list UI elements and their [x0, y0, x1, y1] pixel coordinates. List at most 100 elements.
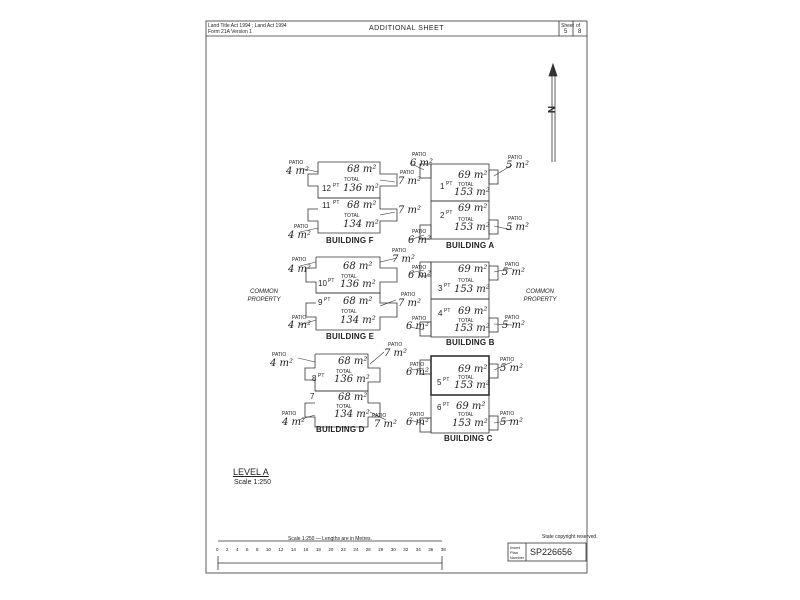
building-name: BUILDING F — [326, 236, 374, 245]
total-label: TOTAL — [458, 182, 474, 188]
lot-total-area: 153 m² — [454, 187, 490, 198]
lot-area: 68 m² — [343, 261, 373, 272]
lot-area: 68 m² — [338, 356, 368, 367]
scale-caption: Scale 1:250 — Lengths are in Metres. — [288, 536, 372, 542]
total-label: TOTAL — [344, 213, 360, 219]
lot-total-area: 136 m² — [343, 183, 379, 194]
lot-number: 9 — [318, 298, 323, 307]
patio-label: PATIO — [505, 315, 520, 321]
of-label: of — [576, 23, 581, 29]
patio-label: PATIO — [410, 362, 425, 368]
sheet-total: 8 — [578, 29, 582, 35]
lot-number: 10 — [318, 279, 327, 288]
pt-label: PT — [318, 373, 325, 379]
scale-tick: 26 — [365, 547, 371, 552]
lot-total-area: 153 m² — [454, 323, 490, 334]
patio-label: PATIO — [508, 155, 523, 161]
plan-label: Insert — [510, 545, 521, 550]
patio-label: PATIO — [292, 315, 307, 321]
patio-label: PATIO — [400, 170, 415, 176]
common-property-left: COMMON PROPERTY — [247, 289, 281, 303]
scale-tick: 36 — [428, 547, 434, 552]
scale-tick: 24 — [353, 547, 359, 552]
patio-label: PATIO — [410, 412, 425, 418]
patio-label: PATIO — [392, 248, 407, 254]
legislation-line-1: Land Title Act 1994 ; Land Act 1994 — [208, 23, 287, 29]
pt-label: PT — [443, 402, 450, 408]
lot-number: 3 — [438, 284, 443, 293]
lot-area: 69 m² — [458, 170, 488, 181]
north-arrow — [548, 62, 558, 162]
patio-area: 5 m² — [502, 320, 526, 331]
total-label: TOTAL — [458, 318, 474, 324]
patio-area: 4 m² — [288, 230, 312, 241]
lot-total-area: 134 m² — [343, 219, 379, 230]
plan-number-box — [507, 542, 587, 562]
lot-number: 4 — [438, 309, 443, 318]
scale-tick: 12 — [278, 547, 284, 552]
patio-label: PATIO — [388, 342, 403, 348]
scale-tick: 18 — [315, 547, 321, 552]
scale-tick: 22 — [340, 547, 346, 552]
patio-area: 4 m² — [270, 358, 294, 369]
patio-label: PATIO — [372, 413, 387, 419]
lot-number: 8 — [312, 374, 317, 383]
patio-area: 4 m² — [288, 264, 312, 275]
building-name: BUILDING B — [446, 338, 495, 347]
scale-tick: 0 — [216, 547, 219, 552]
pt-label: PT — [328, 278, 335, 284]
lot-number: 12 — [322, 184, 331, 193]
patio-area: 6 m² — [408, 235, 432, 246]
pt-label: PT — [446, 181, 453, 187]
scale-ticks: 0 2 4 6 8 10 12 14 16 18 20 22 24 26 28 … — [216, 547, 446, 555]
building-b-outline — [419, 261, 499, 338]
patio-area: 7 m² — [398, 176, 422, 187]
lot-total-area: 136 m² — [340, 279, 376, 290]
pt-label: PT — [333, 183, 340, 189]
total-label: TOTAL — [344, 177, 360, 183]
lot-total-area: 136 m² — [334, 374, 370, 385]
patio-label: PATIO — [508, 216, 523, 222]
patio-label: PATIO — [282, 411, 297, 417]
building-name: BUILDING A — [446, 241, 495, 250]
lot-number: 7 — [310, 392, 315, 401]
building-e-outline — [305, 256, 398, 331]
lot-total-area: 153 m² — [454, 222, 490, 233]
sheet-title: ADDITIONAL SHEET — [369, 25, 445, 32]
scale-tick: 20 — [328, 547, 334, 552]
lot-area: 68 m² — [347, 164, 377, 175]
north-label: N — [547, 105, 559, 114]
lot-number: 2 — [440, 211, 445, 220]
common-property-right: COMMON PROPERTY — [523, 289, 557, 303]
patio-area: 5 m² — [500, 363, 524, 374]
patio-label: PATIO — [500, 357, 515, 363]
patio-area: 7 m² — [398, 298, 422, 309]
pt-label: PT — [333, 200, 340, 206]
patio-area: 6 m² — [408, 270, 432, 281]
patio-label: PATIO — [412, 152, 427, 158]
scale-tick: 6 — [245, 547, 249, 552]
scale-tick: 4 — [235, 547, 239, 552]
building-name: BUILDING C — [444, 434, 493, 443]
pt-label: PT — [446, 210, 453, 216]
plan-number: SP226656 — [530, 547, 573, 557]
building-d-outline — [304, 353, 381, 428]
pt-label: PT — [324, 297, 331, 303]
building-name: BUILDING D — [316, 425, 365, 434]
patio-area: 6 m² — [410, 158, 434, 169]
lot-area: 69 m² — [458, 364, 488, 375]
patio-label: PATIO — [294, 224, 309, 230]
patio-label: PATIO — [401, 292, 416, 298]
lot-area: 68 m² — [338, 392, 368, 403]
total-label: TOTAL — [336, 404, 352, 410]
total-label: TOTAL — [458, 278, 474, 284]
patio-area: 7 m² — [392, 254, 416, 265]
lot-total-area: 134 m² — [334, 409, 370, 420]
building-f-outline — [307, 161, 398, 234]
patio-area: 7 m² — [384, 348, 408, 359]
lot-total-area: 153 m² — [452, 418, 488, 429]
total-label: TOTAL — [341, 309, 357, 315]
patio-label: PATIO — [412, 229, 427, 235]
level-scale: Scale 1:250 — [234, 479, 271, 486]
sheet-label: Sheet — [561, 23, 575, 29]
